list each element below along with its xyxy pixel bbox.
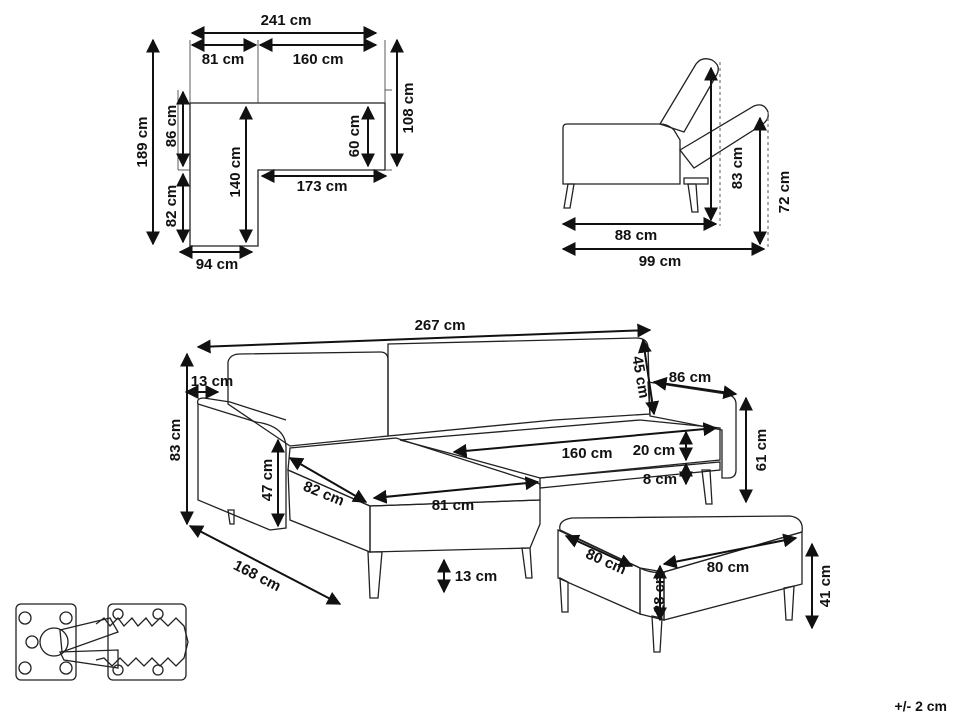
plan-view: 241 cm 81 cm 160 cm 189 cm 86 cm 82 cm 1… [134,12,417,273]
label-chaise-width-bottom: 94 cm [196,256,239,273]
label-chaise-width: 81 cm [432,497,475,514]
label-total-depth: 189 cm [134,117,151,168]
label-inner-chaise-length: 140 cm [227,147,244,198]
label-right-depth: 108 cm [400,83,417,134]
ottoman-side-left [557,528,641,615]
label-chaise-depth: 82 cm [301,478,347,510]
label-seat-height: 61 cm [753,429,770,472]
label-arm-height: 47 cm [259,459,276,502]
label-cushion-thickness: 20 cm [633,442,676,459]
label-lower-depth: 82 cm [163,185,180,228]
label-right-depth-persp: 86 cm [669,369,712,386]
label-chaise-width-top: 81 cm [202,51,245,68]
label-ottoman-cushion-height: 28 cm [651,571,668,614]
label-ottoman-depth: 80 cm [583,545,629,578]
label-upper-depth: 86 cm [163,105,180,148]
label-back-height: 72 cm [776,171,793,214]
label-reclined-length: 99 cm [639,253,682,270]
hinge-ratchet [95,617,189,667]
tolerance-note: +/- 2 cm [894,698,947,714]
ottoman-top [559,515,803,574]
label-leg-height: 13 cm [455,568,498,585]
label-seat-depth: 60 cm [346,115,363,158]
label-seat-length: 173 cm [297,178,348,195]
ottoman-side-right [663,531,803,621]
label-side-seat-length: 88 cm [615,227,658,244]
label-base-height: 8 cm [643,471,677,488]
label-total-length: 267 cm [415,317,466,334]
sofa-leg-front [367,551,383,599]
sofa-leg-chaise [521,547,533,579]
hinge-pivot [39,627,69,657]
side-back-reclined [679,104,769,169]
label-total-height: 83 cm [167,419,184,462]
side-sofa-body [562,123,681,185]
side-back-upright [659,58,719,133]
side-view: 83 cm 72 cm 88 cm 99 cm [561,58,793,270]
label-ottoman-width: 80 cm [707,559,750,576]
sofa-backrest-right [387,337,651,437]
hinge-hardware-detail [15,603,189,681]
label-total-width: 241 cm [261,12,312,29]
label-armrest-width: 13 cm [191,373,234,390]
label-chaise-length: 168 cm [231,557,284,595]
ottoman-view: 80 cm 80 cm 28 cm 41 cm [557,515,834,653]
sofa-leg-right [701,469,713,505]
side-leg-left [563,183,575,209]
label-ottoman-height: 41 cm [817,565,834,608]
sofa-backrest-left [227,351,389,447]
side-leg-right [687,183,699,213]
label-sofa-length-top: 160 cm [293,51,344,68]
label-persp-seat-length: 160 cm [562,445,613,462]
label-reclined-height: 83 cm [729,147,746,190]
